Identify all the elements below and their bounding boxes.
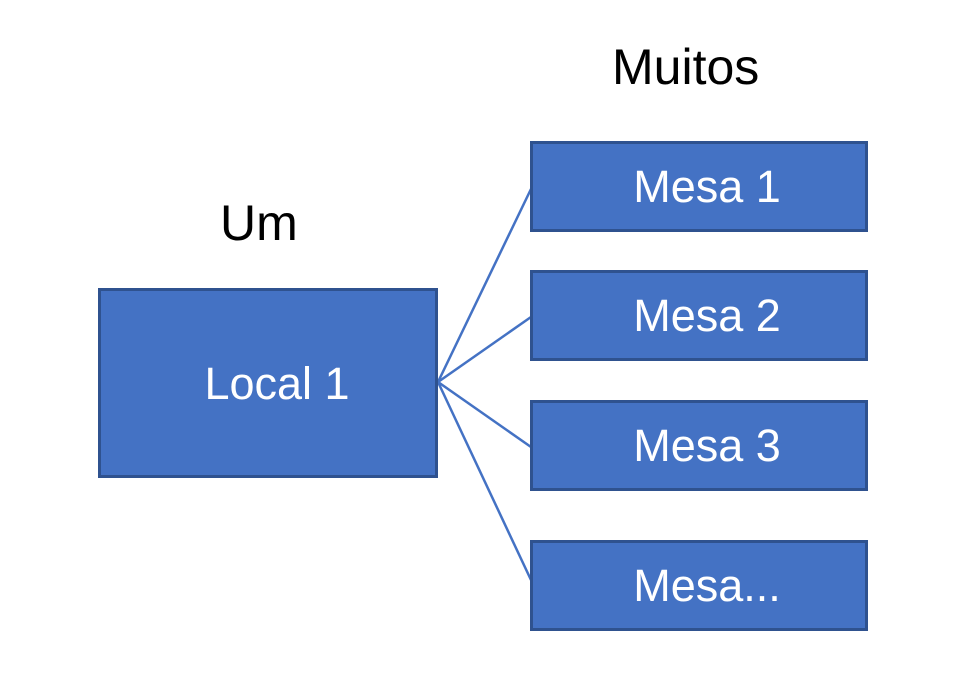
node-mesa-3[interactable]: Mesa 3 bbox=[530, 400, 868, 491]
node-mesa-overflow-label: Mesa... bbox=[633, 560, 781, 611]
node-local-1-label: Local 1 bbox=[204, 357, 350, 409]
connector-local1-mesa2 bbox=[437, 315, 532, 384]
node-local-1[interactable]: Local 1 bbox=[98, 288, 438, 478]
connector-local1-mesa4 bbox=[436, 381, 533, 581]
connector-local1-mesa1 bbox=[436, 188, 533, 383]
node-mesa-2[interactable]: Mesa 2 bbox=[530, 270, 868, 361]
node-mesa-overflow[interactable]: Mesa... bbox=[530, 540, 868, 631]
node-mesa-1-label: Mesa 1 bbox=[633, 161, 781, 212]
caption-many-side: Muitos bbox=[612, 39, 760, 95]
connector-local1-mesa3 bbox=[437, 380, 532, 449]
node-mesa-3-label: Mesa 3 bbox=[633, 420, 781, 471]
node-mesa-2-label: Mesa 2 bbox=[633, 290, 781, 341]
node-mesa-1[interactable]: Mesa 1 bbox=[530, 141, 868, 232]
caption-one-side: Um bbox=[220, 195, 298, 251]
